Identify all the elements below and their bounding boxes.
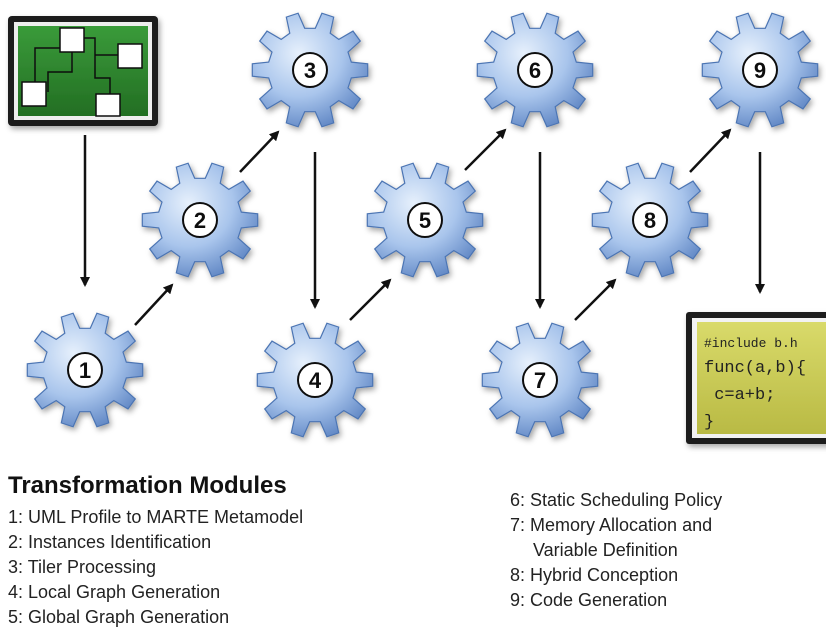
gear-1-icon: 1 [26, 312, 144, 428]
gear-1-hub [67, 352, 103, 388]
gear-5-icon: 5 [366, 162, 484, 278]
legend-item-6: 6: Static Scheduling Policy [510, 490, 723, 510]
code-line-3: c=a+b; [704, 386, 775, 405]
gear-9-hub [742, 52, 778, 88]
gear-3-icon: 3 [251, 12, 369, 128]
arrow-1-to-2 [134, 283, 174, 326]
legend-item-7: 7: Memory Allocation and [510, 515, 713, 535]
legend-item-9: 9: Code Generation [510, 590, 668, 610]
gear-4-icon: 4 [256, 322, 374, 438]
gear-4-label: 4 [309, 368, 322, 393]
gear-9-icon: 9 [701, 12, 819, 128]
arrow-4-to-5 [349, 278, 392, 321]
gear-5-label: 5 [419, 208, 431, 233]
gear-9-label: 9 [754, 58, 766, 83]
legend-item-7-continued: Variable Definition [533, 540, 678, 560]
arrow-7-to-8 [574, 278, 617, 321]
gear-8-icon: 8 [591, 162, 709, 278]
code-line-4: } [704, 413, 714, 432]
gear-3-label: 3 [304, 58, 316, 83]
gear-7-hub [522, 362, 558, 398]
gear-6-icon: 6 [476, 12, 594, 128]
circuit-board-icon [8, 16, 158, 126]
gear-8-hub [632, 202, 668, 238]
legend-item-3: 3: Tiler Processing [8, 557, 157, 577]
legend-title: Transformation Modules [8, 472, 287, 499]
gear-4-hub [297, 362, 333, 398]
gear-7-label: 7 [534, 368, 546, 393]
code-line-2: func(a,b){ [704, 359, 806, 378]
gear-2-icon: 2 [141, 162, 259, 278]
transformation-flow-diagram: 1 2 3 4 5 6 7 8 9 #include b.h func(a,b){ c=a+b;… [8, 12, 826, 444]
gear-7-icon: 7 [481, 322, 599, 438]
legend-item-4: 4: Local Graph Generation [8, 582, 221, 602]
gear-1-label: 1 [79, 358, 91, 383]
arrow-2-to-3 [239, 130, 280, 173]
legend-right-list: 6: Static Scheduling Policy 7: Memory Al… [510, 488, 722, 613]
arrow-5-to-6 [464, 128, 507, 171]
gear-6-label: 6 [529, 58, 541, 83]
gear-6-hub [517, 52, 553, 88]
legend-item-1: 1: UML Profile to MARTE Metamodel [8, 507, 304, 527]
gear-3-hub [292, 52, 328, 88]
legend-item-5: 5: Global Graph Generation [8, 607, 230, 627]
code-line-1: #include b.h [704, 336, 798, 351]
legend-left-list: 1: UML Profile to MARTE Metamodel 2: Ins… [8, 505, 303, 630]
flow-arrows [80, 128, 765, 326]
gear-2-label: 2 [194, 208, 206, 233]
legend-item-8: 8: Hybrid Conception [510, 565, 679, 585]
code-output-box [686, 312, 826, 444]
gear-8-label: 8 [644, 208, 656, 233]
arrow-8-to-9 [689, 128, 732, 173]
legend-item-2: 2: Instances Identification [8, 532, 212, 552]
gear-5-hub [407, 202, 443, 238]
gear-2-hub [182, 202, 218, 238]
